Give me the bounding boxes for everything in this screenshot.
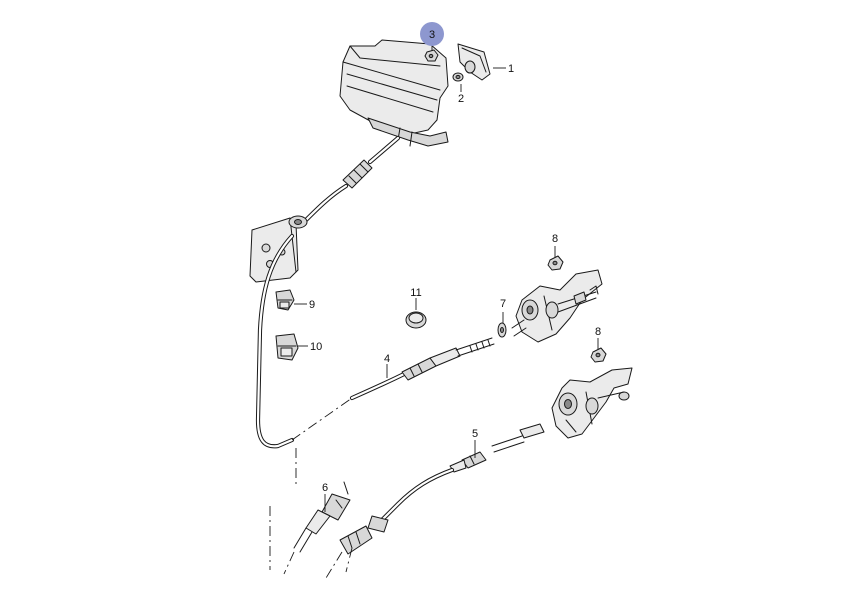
callout-3-highlight — [420, 22, 444, 46]
callout-10[interactable]: 10 — [310, 341, 322, 353]
part-10-clip — [275, 333, 299, 361]
part-6-rod — [269, 481, 351, 575]
part-1-cap — [457, 43, 491, 81]
part-5-cable — [325, 423, 545, 579]
callout-6[interactable]: 6 — [322, 482, 328, 494]
callouts: 3 1 2 8 7 11 9 10 8 4 5 6 — [309, 22, 601, 494]
part-4-cable — [349, 337, 495, 401]
part-9-clip — [275, 289, 295, 311]
upper-lever-bracket — [511, 269, 603, 343]
leader-lines — [294, 46, 599, 512]
callout-7[interactable]: 7 — [500, 298, 506, 310]
callout-3[interactable]: 3 — [429, 29, 435, 41]
part-11-plug — [405, 311, 427, 329]
callout-9[interactable]: 9 — [309, 299, 315, 311]
cable-bracket — [249, 215, 308, 283]
main-cable-loop — [255, 233, 353, 486]
callout-5[interactable]: 5 — [472, 428, 478, 440]
lower-lever-bracket — [551, 367, 633, 439]
callout-11[interactable]: 11 — [410, 287, 421, 299]
callout-4[interactable]: 4 — [384, 353, 390, 365]
callout-2[interactable]: 2 — [458, 93, 464, 105]
callout-1[interactable]: 1 — [508, 63, 514, 75]
part-2-nut — [452, 72, 464, 82]
part-3-nut — [424, 49, 439, 62]
part-7-washer — [497, 322, 507, 338]
part-8-lower-nut — [590, 347, 607, 363]
part-8-upper-nut — [547, 255, 564, 271]
upper-cable-boot — [301, 135, 401, 225]
callout-8-lower[interactable]: 8 — [595, 326, 601, 338]
shift-housing — [339, 39, 449, 147]
callout-8-upper[interactable]: 8 — [552, 233, 558, 245]
